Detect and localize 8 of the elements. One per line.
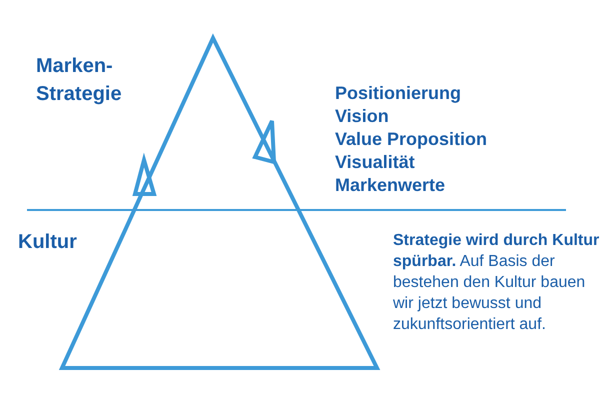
list-item: Markenwerte [335, 174, 446, 196]
list-item: Visualität [335, 151, 416, 173]
description-text: Strategie wird durch Kultur spürbar. Auf Basis der bestehen den Kultur bauen wir jetzt bewusst und zukunftsorientiert auf. [393, 231, 600, 335]
heading: Kultur [18, 230, 78, 254]
list-item: Positionierung [335, 82, 462, 104]
list-item: Value Proposition [335, 128, 488, 150]
heading: Marken- Strategie [36, 54, 123, 107]
list-item: Vision [335, 105, 390, 127]
